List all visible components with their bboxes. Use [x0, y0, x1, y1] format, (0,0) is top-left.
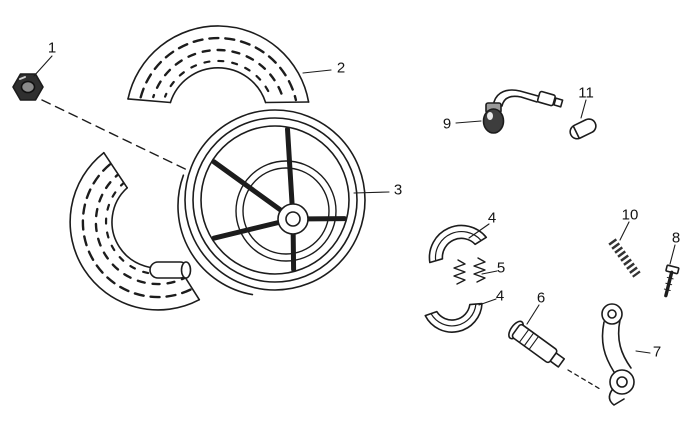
tire-upper-half	[127, 25, 310, 104]
brake-arm	[601, 303, 635, 406]
brake-shoe-springs	[453, 257, 486, 285]
tire-lower-half	[69, 151, 201, 311]
brake-shoe-upper	[428, 224, 488, 264]
brake-shoe-lower	[424, 302, 483, 333]
axle-spacer	[149, 261, 192, 279]
leader-line-3	[353, 191, 390, 194]
leader-line-4a	[468, 223, 490, 239]
leader-line-5	[481, 270, 498, 275]
cam-return-spring	[608, 238, 641, 278]
callout-return-spring: 10	[621, 206, 639, 224]
leader-line-7	[635, 350, 651, 354]
callout-bolt: 8	[671, 229, 681, 247]
callout-brake-shoe-lower: 4	[495, 287, 505, 305]
leader-line-8	[669, 244, 676, 265]
leader-line-10	[619, 221, 630, 241]
leader-line-2	[302, 69, 332, 74]
axle-nut	[12, 73, 44, 101]
leader-line-6	[526, 304, 540, 325]
callout-tire: 2	[336, 59, 346, 77]
callout-brake-shoe-upper: 4	[487, 209, 497, 227]
leader-lines	[33, 55, 676, 354]
speedometer-cable-elbow	[482, 89, 564, 134]
callout-front-wheel: 3	[393, 181, 403, 199]
callout-axle-nut: 1	[47, 39, 57, 57]
callout-cable-cap: 11	[578, 84, 594, 102]
leader-line-4b	[478, 298, 497, 306]
callout-speedo-cable-elbow: 9	[442, 115, 452, 133]
leader-line-9	[455, 120, 482, 124]
brake-cam-spindle	[508, 320, 601, 390]
callout-brake-cam: 6	[536, 289, 546, 307]
callout-brake-arm: 7	[652, 343, 662, 361]
cable-end-cap	[569, 118, 597, 140]
leader-line-1	[33, 55, 53, 77]
leader-line-11	[580, 99, 587, 119]
brake-arm-bolt	[663, 264, 680, 298]
front-wheel	[177, 109, 366, 296]
callout-shoe-springs: 5	[496, 259, 506, 277]
